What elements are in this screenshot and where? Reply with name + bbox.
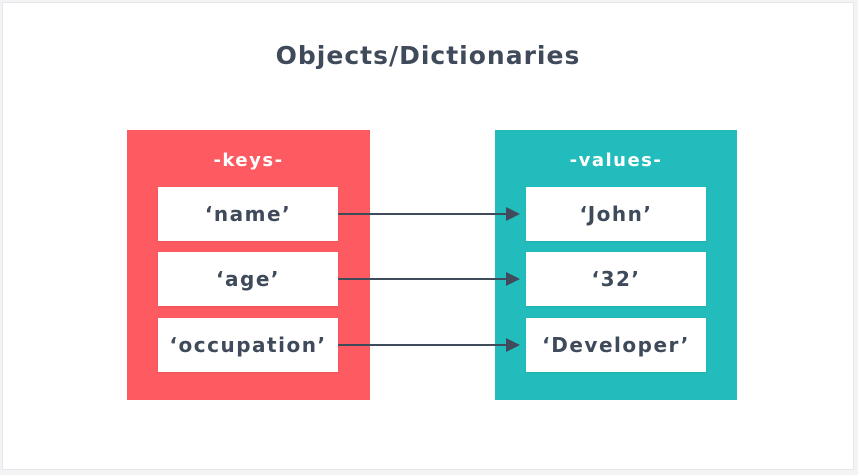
arrow-right-icon bbox=[338, 207, 520, 221]
keys-panel: -keys- ‘name’ ‘age’ ‘occupation’ bbox=[127, 130, 370, 400]
values-panel: -values- ‘John’ ‘32’ ‘Developer’ bbox=[495, 130, 737, 400]
key-item-occupation: ‘occupation’ bbox=[158, 318, 338, 372]
value-item-john: ‘John’ bbox=[526, 187, 706, 241]
value-item-developer: ‘Developer’ bbox=[526, 318, 706, 372]
values-label: -values- bbox=[569, 150, 663, 171]
value-item-32: ‘32’ bbox=[526, 252, 706, 306]
arrow-right-icon bbox=[338, 338, 520, 352]
arrow-right-icon bbox=[338, 272, 520, 286]
diagram-title: Objects/Dictionaries bbox=[275, 41, 581, 70]
key-item-name: ‘name’ bbox=[158, 187, 338, 241]
keys-label: -keys- bbox=[213, 150, 284, 171]
key-item-age: ‘age’ bbox=[158, 252, 338, 306]
